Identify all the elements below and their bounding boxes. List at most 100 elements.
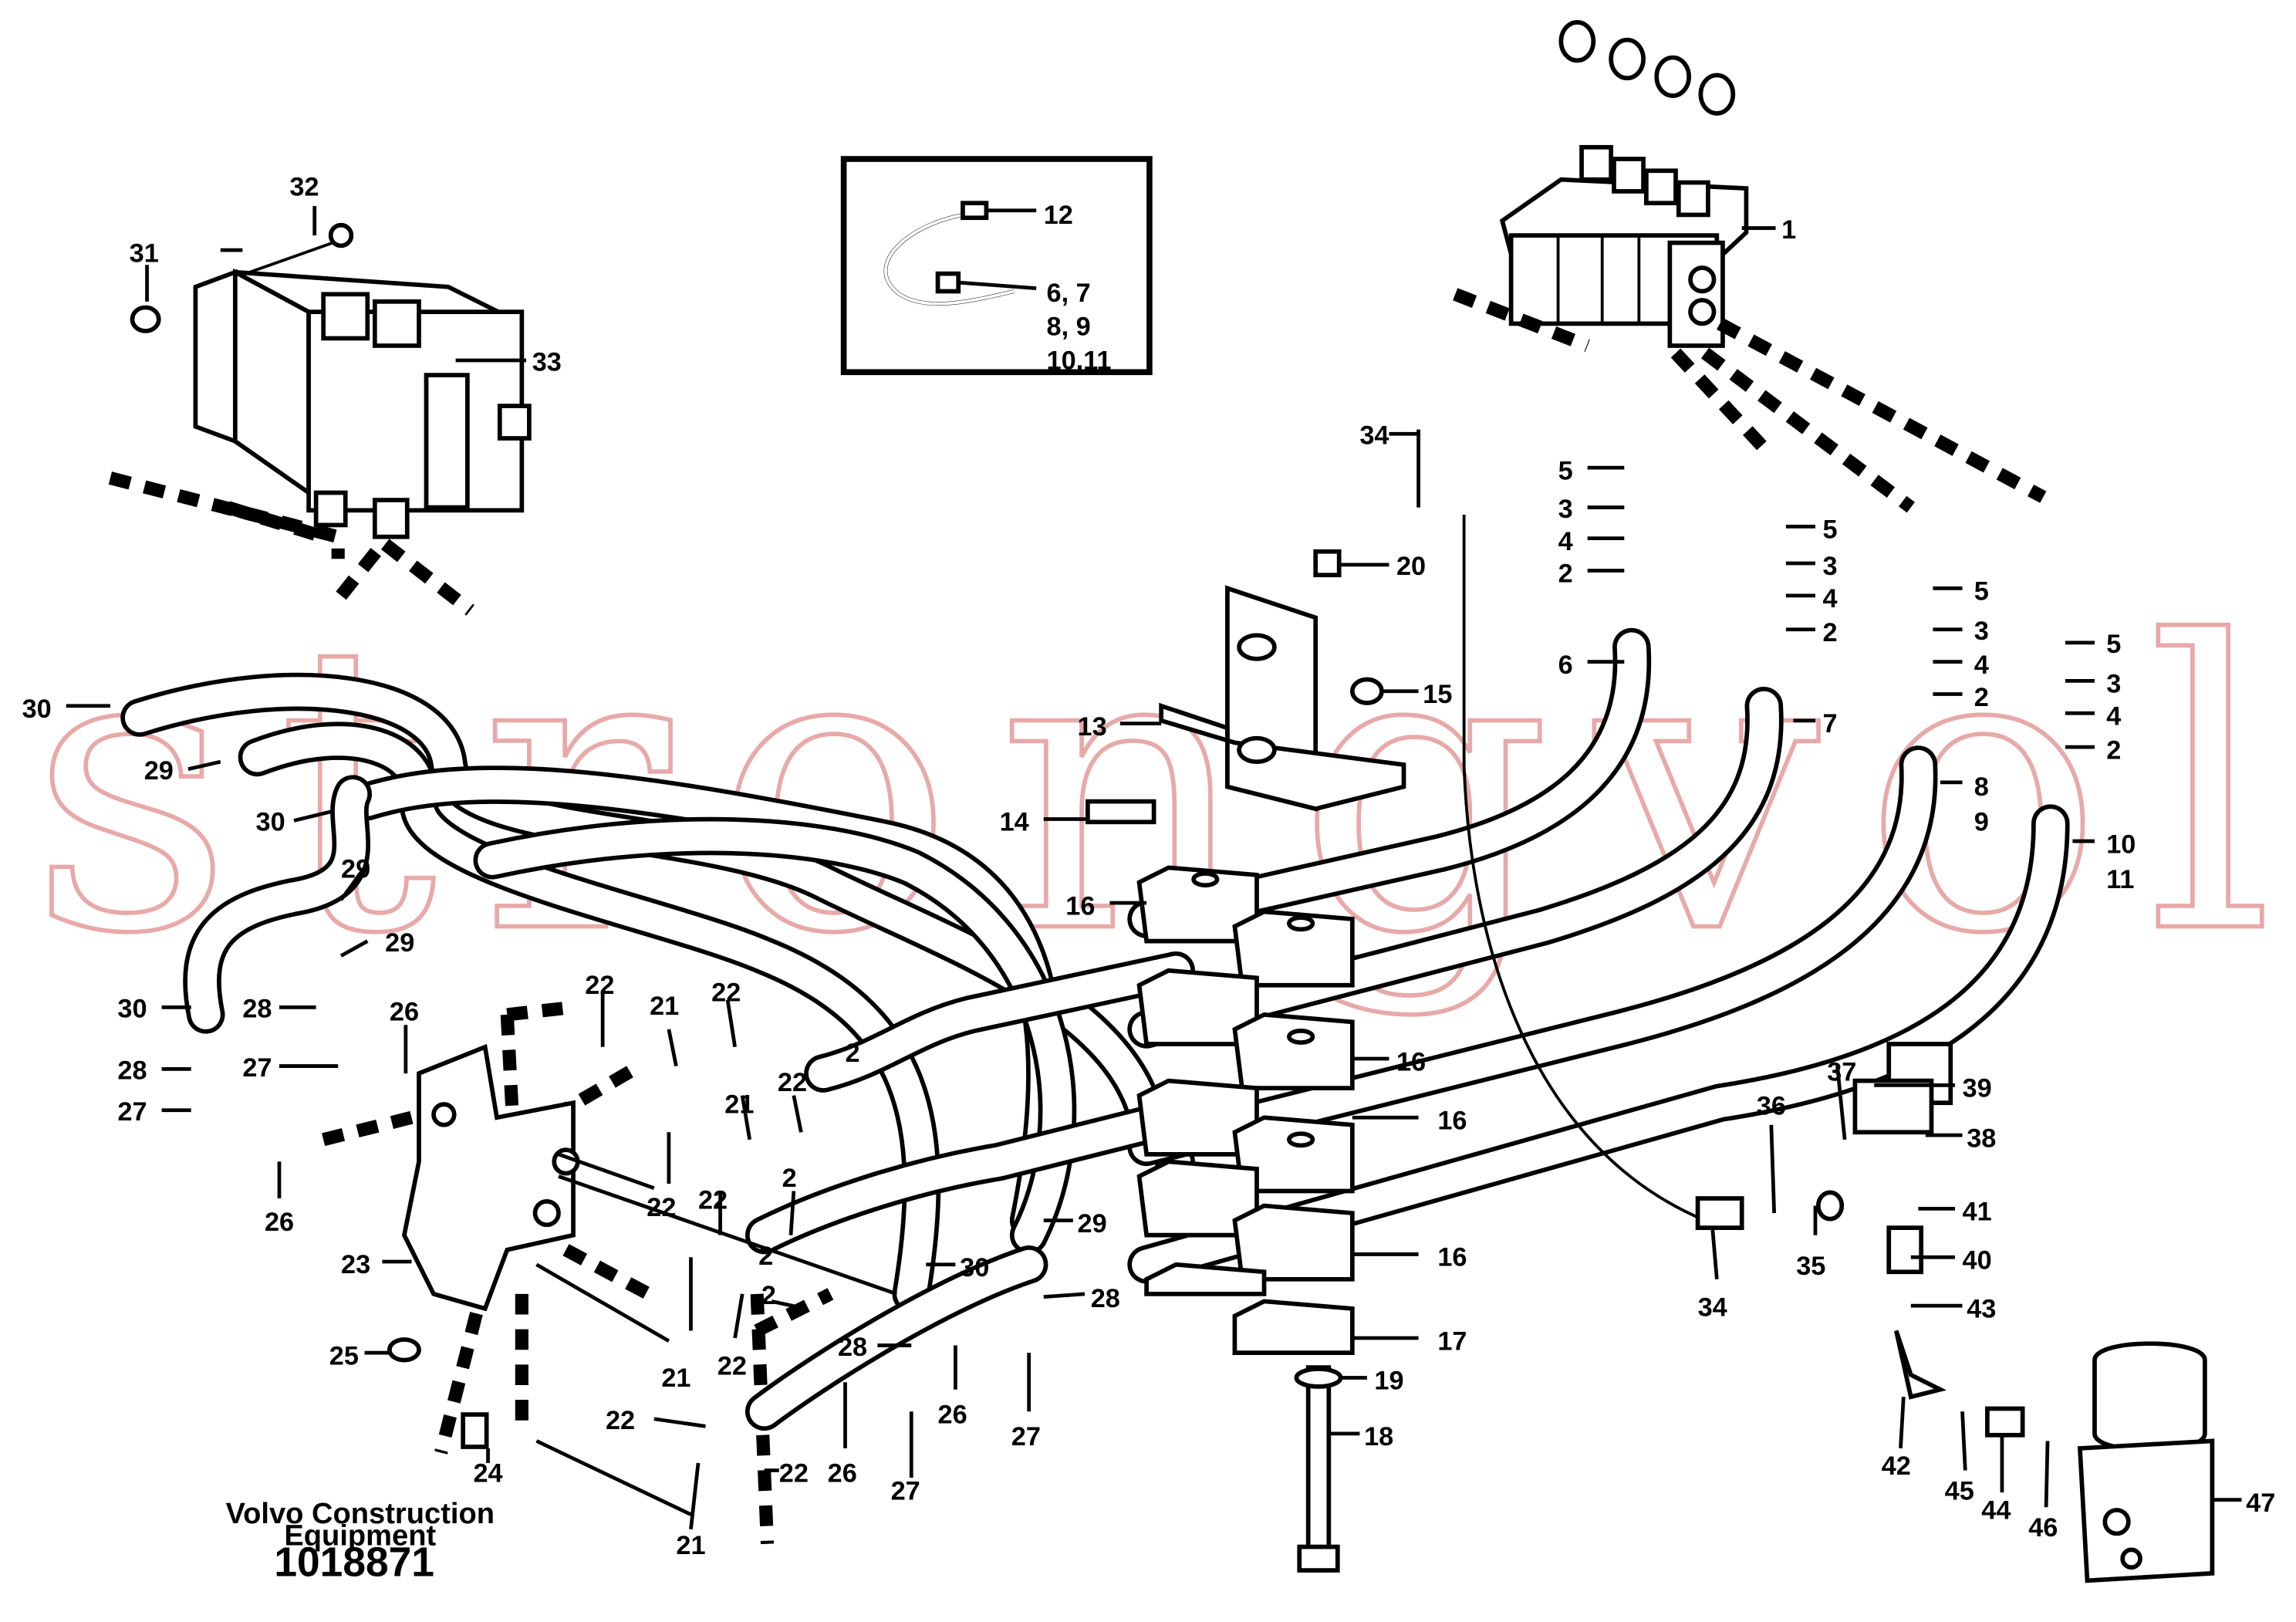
callout-20: 20: [1396, 552, 1426, 581]
callout-2: 2: [1823, 618, 1838, 647]
callout-16: 16: [1437, 1243, 1467, 1272]
callout-22: 22: [585, 971, 614, 1000]
footer-company-line1: Volvo Construction: [226, 1498, 495, 1530]
control-valve-unit: [1499, 19, 1749, 348]
callout-21: 21: [650, 992, 679, 1021]
inset-label-12: 12: [1044, 201, 1073, 230]
callout-14: 14: [1000, 808, 1029, 837]
callout-28: 28: [242, 995, 272, 1024]
callout-27: 27: [891, 1477, 920, 1506]
callout-34: 34: [1698, 1293, 1727, 1322]
callout-22: 22: [718, 1352, 747, 1381]
callout-24: 24: [473, 1459, 502, 1489]
callout-3: 3: [1974, 617, 1989, 646]
callout-4: 4: [1558, 527, 1573, 556]
callout-26: 26: [828, 1459, 857, 1489]
callout-26: 26: [938, 1401, 967, 1430]
callout-29: 29: [385, 928, 414, 958]
bracket-and-bolts: [1086, 549, 1406, 1573]
inset-label-tie-3: 10,11: [1047, 346, 1112, 375]
callout-4: 4: [2106, 702, 2121, 732]
callout-28: 28: [1091, 1284, 1120, 1313]
callout-22: 22: [647, 1193, 676, 1222]
callout-3: 3: [1558, 495, 1573, 524]
callout-23: 23: [341, 1250, 370, 1279]
callout-22: 22: [779, 1459, 809, 1489]
inset-labels: 12 6, 7 8, 9 10,11: [1044, 201, 1112, 376]
callout-2: 2: [761, 1281, 776, 1310]
callout-37: 37: [1827, 1058, 1856, 1087]
callout-8: 8: [1974, 772, 1989, 802]
callout-25: 25: [329, 1341, 359, 1370]
callout-2: 2: [1974, 683, 1989, 712]
callout-5: 5: [1823, 515, 1838, 545]
callout-29: 29: [341, 855, 370, 884]
callout-4: 4: [1823, 584, 1838, 613]
callout-30: 30: [22, 694, 52, 724]
callout-3: 3: [1823, 552, 1838, 581]
callout-46: 46: [2028, 1513, 2058, 1543]
callout-2: 2: [758, 1242, 773, 1271]
pilot-valve-box: [130, 222, 532, 539]
callout-27: 27: [1011, 1422, 1041, 1451]
callout-35: 35: [1796, 1252, 1825, 1281]
callout-7: 7: [1823, 709, 1838, 738]
callout-2: 2: [2106, 735, 2121, 765]
callout-27: 27: [117, 1097, 147, 1127]
callout-16: 16: [1065, 891, 1095, 921]
callout-27: 27: [242, 1053, 272, 1083]
callout-43: 43: [1967, 1294, 1996, 1323]
callout-36: 36: [1757, 1091, 1786, 1120]
callout-5: 5: [1558, 456, 1573, 485]
callout-26: 26: [390, 997, 419, 1026]
inset-cable-tie: [840, 156, 1153, 376]
callout-13: 13: [1078, 712, 1107, 742]
dashed-ref-lines: [108, 288, 2047, 1545]
callout-16: 16: [1437, 1106, 1467, 1135]
callout-19: 19: [1374, 1367, 1403, 1396]
callout-18: 18: [1364, 1422, 1393, 1451]
callout-45: 45: [1945, 1477, 1974, 1506]
callout-2: 2: [782, 1164, 797, 1193]
callout-28: 28: [117, 1056, 147, 1086]
callout-5: 5: [1974, 577, 1989, 607]
callout-32: 32: [289, 173, 319, 202]
callout-labels: 1 2 2 2 2 2 2 2 2 3 3 3 3 4 4 4 4 5 5 5 …: [22, 173, 2276, 1560]
callout-26: 26: [265, 1208, 294, 1237]
callout-38: 38: [1967, 1124, 1996, 1153]
callout-2: 2: [1558, 559, 1573, 589]
callout-9: 9: [1974, 808, 1989, 837]
hose-clamps: [1136, 865, 1355, 1355]
callout-11: 11: [2106, 865, 2134, 894]
callout-4: 4: [1974, 650, 1989, 680]
callout-3: 3: [2106, 670, 2121, 699]
callout-34: 34: [1359, 421, 1389, 451]
callout-22: 22: [711, 978, 741, 1008]
callout-31: 31: [130, 238, 159, 268]
footer: Volvo Construction Equipment 1018871: [226, 1498, 495, 1586]
accumulator-group: [1695, 1042, 2215, 1583]
callout-22: 22: [606, 1406, 635, 1435]
callout-30: 30: [117, 995, 147, 1024]
callout-40: 40: [1963, 1245, 1992, 1275]
callout-17: 17: [1437, 1326, 1467, 1356]
footer-company-line2: Equipment: [284, 1520, 436, 1553]
callout-21: 21: [661, 1363, 690, 1393]
hose-lines: [120, 515, 2070, 1431]
callout-33: 33: [532, 347, 562, 377]
callout-22: 22: [778, 1068, 807, 1097]
callout-29: 29: [144, 756, 174, 786]
callout-15: 15: [1423, 680, 1452, 709]
callout-21: 21: [724, 1090, 754, 1120]
manifold-bracket: [387, 1043, 580, 1449]
callout-47: 47: [2246, 1489, 2275, 1518]
callout-28: 28: [838, 1333, 867, 1362]
inset-label-tie-2: 8, 9: [1047, 313, 1091, 342]
callout-22: 22: [698, 1185, 728, 1215]
footer-drawing-number: 1018871: [274, 1540, 434, 1586]
callout-1: 1: [1781, 215, 1796, 245]
callout-5: 5: [2106, 630, 2121, 659]
callout-10: 10: [2106, 830, 2136, 859]
callout-30: 30: [256, 808, 285, 837]
